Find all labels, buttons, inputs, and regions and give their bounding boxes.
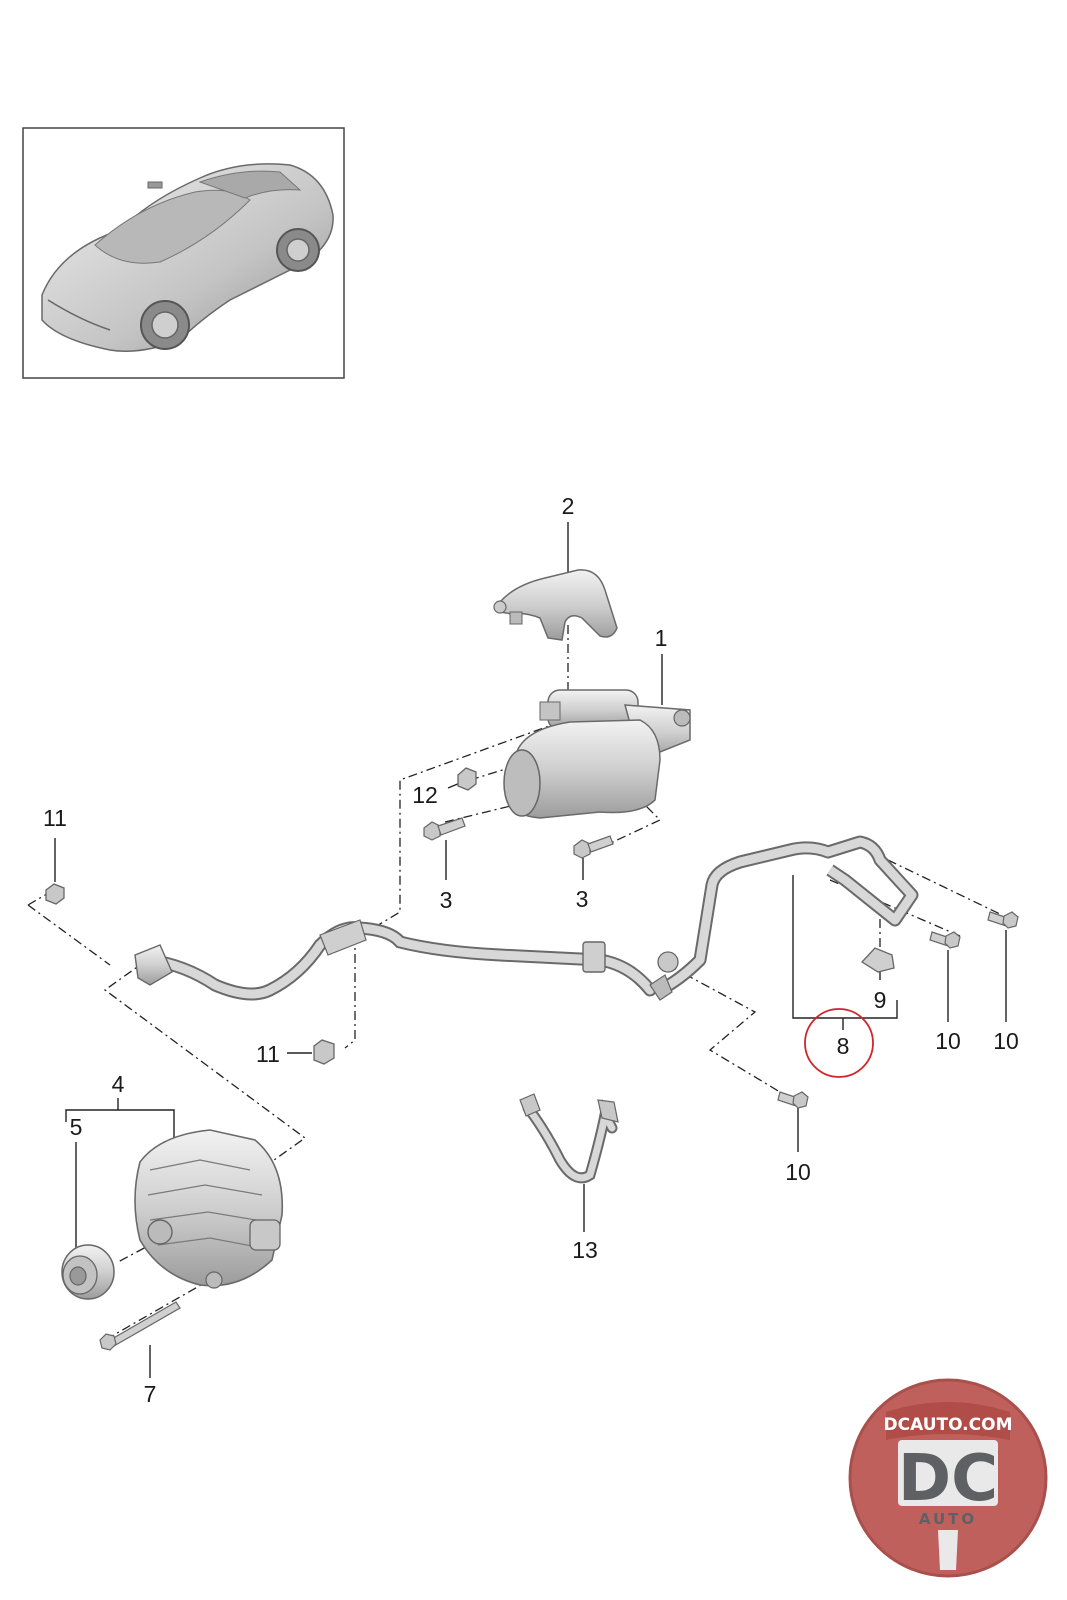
part-11-nut-b (313, 1039, 335, 1065)
part-10-bolt-a (929, 931, 961, 949)
callout-2: 2 (562, 493, 575, 519)
callout-10b: 10 (993, 1028, 1019, 1054)
part-13-ground-strap (519, 1093, 619, 1184)
callout-8: 8 (837, 1033, 850, 1059)
part-4-alternator (134, 1129, 284, 1289)
logo-sub-text: AUTO (919, 1510, 977, 1528)
car-icon (41, 163, 334, 352)
part-12-nut (457, 767, 477, 791)
part-3-bolt-b (573, 835, 614, 859)
part-5-pulley (61, 1244, 115, 1300)
callout-10a: 10 (935, 1028, 961, 1054)
callout-13: 13 (572, 1237, 598, 1263)
vehicle-thumbnail (22, 127, 345, 379)
dcauto-logo: DCAUTO.COM DC AUTO (848, 1378, 1048, 1578)
part-7-bolt (99, 1301, 181, 1351)
callout-9: 9 (874, 987, 887, 1013)
main-cable (134, 919, 657, 1001)
highlight-circle (804, 1008, 874, 1078)
part-2-cover (493, 569, 618, 641)
callout-4: 4 (112, 1071, 125, 1097)
logo-top-text: DCAUTO.COM (883, 1415, 1012, 1435)
callout-11b: 11 (256, 1041, 280, 1067)
callout-7: 7 (144, 1381, 157, 1407)
part-9-clip (860, 947, 895, 973)
callout-3b: 3 (576, 886, 589, 912)
part-1-starter (503, 689, 691, 819)
callout-10c: 10 (785, 1159, 811, 1185)
callout-1: 1 (655, 625, 668, 651)
logo-main-text: DC (898, 1442, 998, 1516)
callout-11a: 11 (43, 805, 67, 831)
part-8-cable-bracket (649, 835, 919, 1001)
callout-3a: 3 (440, 887, 453, 913)
part-3-bolt-a (423, 817, 466, 841)
leader-lines (54, 522, 1007, 1378)
callout-labels: 1 2 3 3 4 5 7 8 9 10 10 10 11 11 12 13 (43, 493, 1019, 1407)
part-11-nut-a (45, 883, 65, 905)
part-10-bolt-c (777, 1091, 809, 1109)
part-10-bolt-b (987, 911, 1019, 929)
callout-5: 5 (70, 1114, 83, 1140)
callout-12: 12 (412, 782, 438, 808)
